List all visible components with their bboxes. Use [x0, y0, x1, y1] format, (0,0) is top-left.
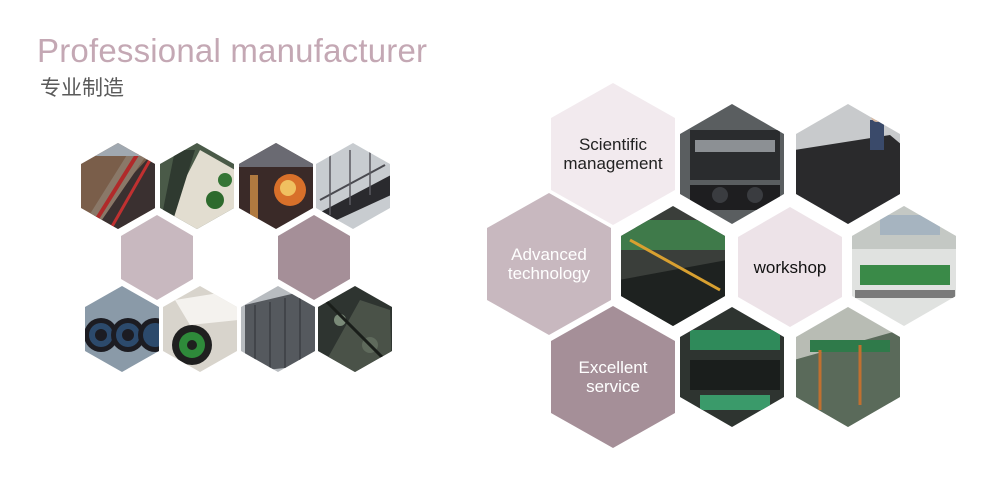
page-subtitle: 专业制造 [40, 76, 124, 100]
product-photo-mining-conveyor [318, 286, 392, 372]
feature-hex-workshop [738, 207, 842, 327]
feature-label-scientific: Scientific management [563, 135, 663, 173]
feature-hex-advanced [487, 193, 611, 335]
factory-photo-production-line [621, 206, 725, 326]
factory-photo-calender [680, 104, 784, 224]
hex-tile-light [121, 215, 193, 300]
feature-label-advanced: Advanced technology [507, 245, 591, 283]
product-photo-conveyor-structure [316, 143, 390, 229]
product-photo-belt-roll-grey [241, 286, 315, 372]
factory-photo-machine-bay [680, 307, 784, 427]
feature-hex-scientific [551, 83, 675, 225]
page-title: Professional manufacturer [37, 32, 428, 69]
feature-hex-service [551, 306, 675, 448]
factory-photo-floor [796, 307, 900, 427]
feature-label-workshop: workshop [753, 257, 827, 277]
feature-label-service: Excellent service [578, 358, 648, 396]
product-photo-belt-rolls [85, 286, 159, 372]
factory-photo-worker [796, 104, 900, 224]
hex-tile-dark [278, 215, 350, 300]
product-photo-belt-roll-green [163, 286, 237, 372]
product-photo-conveyor-green [160, 143, 234, 229]
factory-photo-bright-workshop [852, 206, 956, 326]
